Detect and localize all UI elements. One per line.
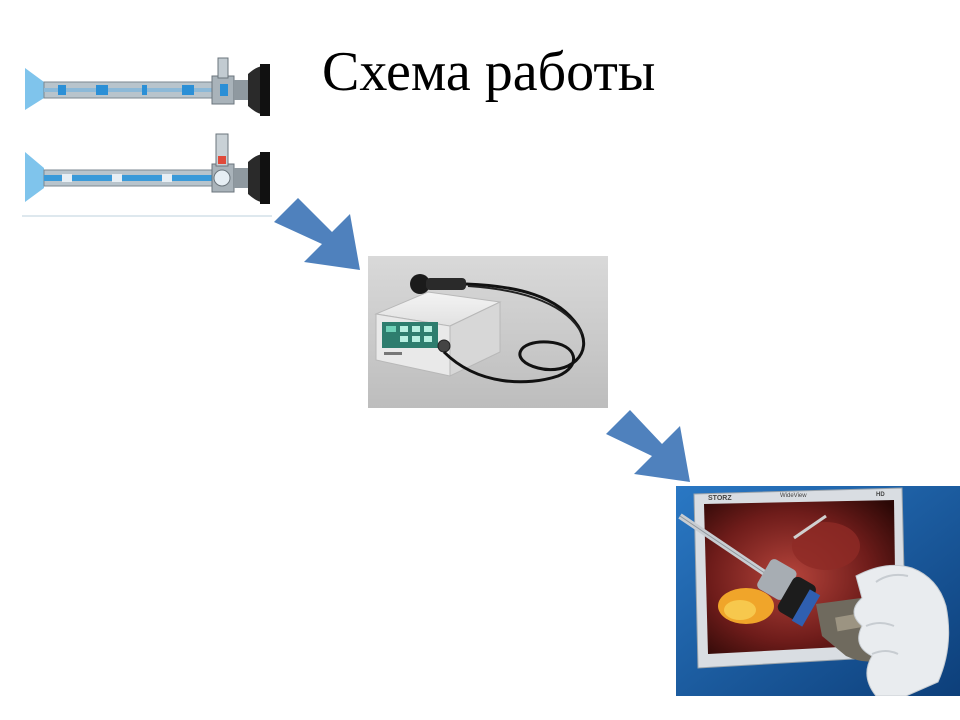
monitor-image: STORZ WideView HD (676, 486, 960, 696)
arrow-2-icon (604, 404, 698, 488)
arrow-1-icon (272, 190, 368, 276)
monitor-brand-label: STORZ (708, 495, 732, 502)
camera-unit-image (368, 256, 608, 408)
monitor-model-label: WideView (780, 493, 807, 499)
endoscope-diagram-image (22, 40, 272, 218)
monitor-hd-badge: HD (876, 492, 885, 498)
slide-title: Схема работы (322, 41, 656, 103)
